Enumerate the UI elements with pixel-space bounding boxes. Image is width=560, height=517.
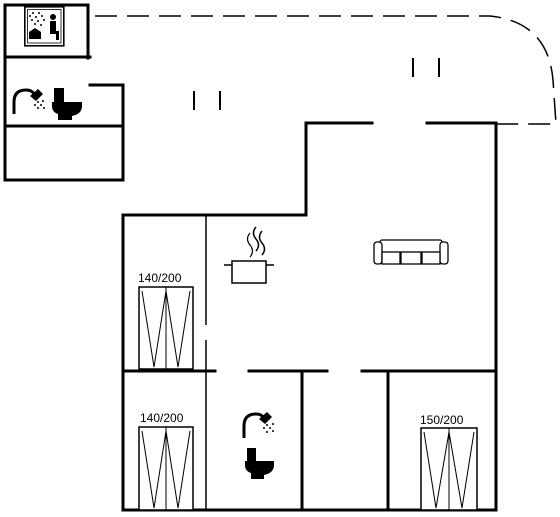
cooking-pot-icon [224, 226, 274, 284]
toilet-icon [52, 88, 82, 120]
bed-2: 140/200 [138, 411, 194, 511]
bed-size-label: 140/200 [140, 411, 184, 425]
bed-3: 150/200 [420, 413, 478, 511]
bed-size-label: 150/200 [420, 413, 464, 427]
shower-icon [12, 88, 45, 114]
terrace-outline [95, 15, 557, 125]
toilet-icon [245, 448, 274, 479]
bed-1: 140/200 [138, 271, 194, 370]
main-walls [121, 121, 498, 512]
window-marks [193, 58, 440, 110]
sauna-icon [24, 6, 65, 47]
bed-size-label: 140/200 [138, 271, 182, 285]
shower-icon [242, 412, 274, 438]
sofa-icon [373, 239, 449, 265]
sauna-room [3, 3, 125, 182]
